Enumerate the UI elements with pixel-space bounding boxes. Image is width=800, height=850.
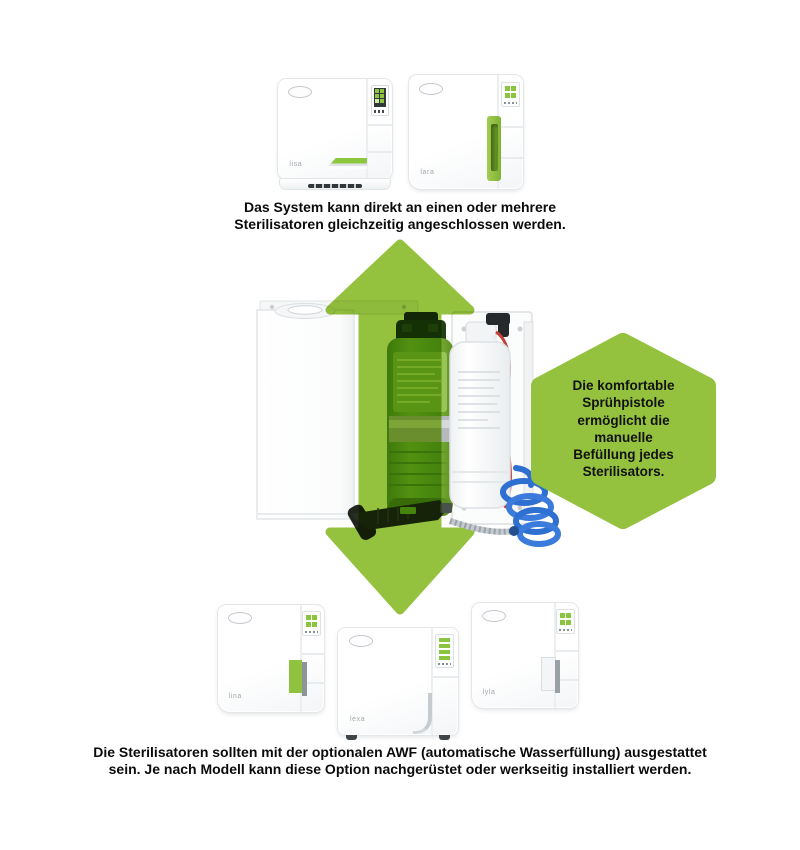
hexagon-line: Die komfortable xyxy=(572,378,675,393)
model-label: lina xyxy=(228,693,242,701)
door-handle xyxy=(541,656,560,693)
sterilizer-lisa: lisa xyxy=(277,78,393,190)
panel-divider xyxy=(368,151,392,153)
sterilizer-lara: lara xyxy=(408,74,524,190)
panel-divider xyxy=(301,653,324,656)
panel-divider xyxy=(301,682,324,685)
green-door-handle xyxy=(486,116,502,181)
caption-top-line1: Das System kann direkt an einen oder meh… xyxy=(243,199,556,215)
panel-divider xyxy=(555,678,578,681)
model-label: lyla xyxy=(482,689,496,697)
flow-arrows xyxy=(325,239,475,615)
door-seam xyxy=(553,603,556,708)
green-door-handle xyxy=(289,659,307,696)
panel-divider xyxy=(368,124,392,126)
panel-divider xyxy=(499,157,523,160)
wh-logo xyxy=(481,610,506,623)
sterilizer-lina: lina xyxy=(217,604,325,713)
panel-divider xyxy=(555,650,578,653)
water-tank xyxy=(256,300,419,520)
foot xyxy=(346,735,358,740)
hexagon-line: manuelle xyxy=(594,429,653,445)
caption-bottom-line2: sein. Je nach Modell kann diese Option n… xyxy=(108,761,692,777)
model-label: lisa xyxy=(289,161,303,168)
door-seam xyxy=(430,628,433,735)
sterilizer-lyla: lyla xyxy=(471,602,579,709)
hexagon-text: Die komfortable Sprühpistole ermöglicht … xyxy=(532,377,715,481)
wh-logo xyxy=(288,86,313,98)
door-seam xyxy=(299,605,302,712)
control-panel xyxy=(435,634,455,669)
panel-divider xyxy=(499,126,523,129)
control-panel xyxy=(555,609,575,635)
caption-bottom-line1: Die Sterilisatoren sollten mit der optio… xyxy=(93,744,707,760)
door-seam xyxy=(366,79,369,179)
panel-divider xyxy=(432,676,458,679)
demineralization-cartridge xyxy=(387,312,453,516)
grey-accent-swoosh xyxy=(412,692,432,734)
sterilizer-lexa: lexa xyxy=(337,627,459,740)
wall-mount-plate xyxy=(451,311,534,525)
foot xyxy=(438,735,450,740)
vent-grille xyxy=(307,184,363,188)
display-screen xyxy=(370,85,389,116)
caption-bottom: Die Sterilisatoren sollten mit der optio… xyxy=(0,744,800,778)
control-panel xyxy=(301,611,321,637)
control-panel xyxy=(500,81,520,107)
hexagon-line: Sprühpistole xyxy=(582,395,665,411)
wh-logo xyxy=(348,635,373,648)
green-accent-swoosh xyxy=(325,158,367,169)
spray-gun xyxy=(347,500,452,540)
wh-logo xyxy=(227,612,252,625)
wh-logo xyxy=(419,82,444,95)
caption-top: Das System kann direkt an einen oder meh… xyxy=(0,199,800,233)
model-label: lara xyxy=(420,169,435,177)
hexagon-line: ermöglicht die xyxy=(577,412,670,428)
hexagon-line: Befüllung jedes xyxy=(573,447,674,463)
hexagon-line: Sterilisators. xyxy=(582,464,665,480)
filter-cartridge xyxy=(449,313,512,509)
model-label: lexa xyxy=(350,716,366,724)
caption-top-line2: Sterilisatoren gleichzeitig angeschlosse… xyxy=(234,216,566,232)
